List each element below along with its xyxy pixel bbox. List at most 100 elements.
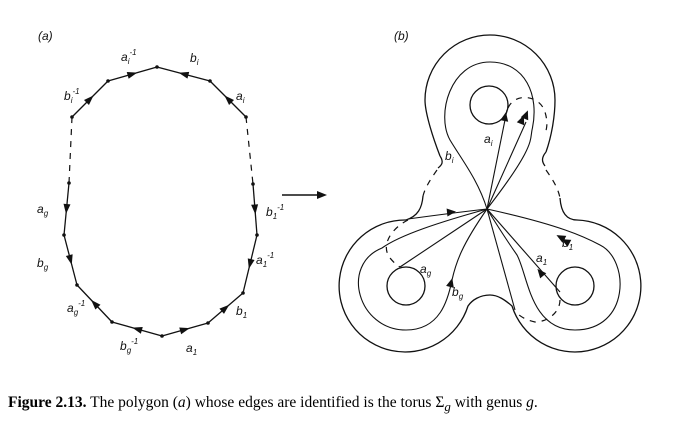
label-base: b bbox=[120, 339, 127, 353]
label-base: a bbox=[256, 253, 263, 267]
curve-a-1 bbox=[486, 208, 561, 293]
edge-label: b1-1 bbox=[266, 203, 284, 221]
label-base: a bbox=[420, 262, 427, 276]
label-base: a bbox=[236, 89, 243, 103]
caption-text: The polygon ( bbox=[86, 394, 178, 411]
label-superscript: -1 bbox=[129, 48, 136, 57]
genus-surface bbox=[338, 34, 642, 353]
label-base: b bbox=[190, 51, 197, 65]
curve-label: bg bbox=[452, 285, 464, 301]
label-subscript: 1 bbox=[543, 258, 547, 267]
label-superscript: -1 bbox=[131, 337, 138, 346]
label-superscript: -1 bbox=[277, 203, 284, 212]
label-base: b bbox=[266, 205, 273, 219]
edge-arrow-icon bbox=[63, 203, 71, 214]
edge-arrow-icon bbox=[247, 258, 255, 269]
edge-label: ag bbox=[37, 202, 49, 218]
polygon-vertex bbox=[155, 65, 159, 69]
hole-top bbox=[469, 85, 509, 125]
polygon bbox=[62, 65, 259, 338]
polygon-vertex bbox=[206, 321, 210, 325]
caption-text: . bbox=[533, 394, 538, 411]
label-base: a bbox=[121, 50, 128, 64]
edge-arrow-icon bbox=[65, 254, 73, 265]
edge-arrow-icon bbox=[132, 326, 143, 334]
polygon-vertex bbox=[106, 79, 110, 83]
caption-sigma-sub: g bbox=[444, 399, 451, 415]
edge-arrow-icon bbox=[83, 95, 94, 106]
label-subscript: 1 bbox=[273, 212, 277, 221]
polygon-vertex bbox=[110, 320, 114, 324]
curve-label: bi bbox=[445, 149, 454, 165]
polygon-omitted-edges bbox=[68, 116, 73, 184]
edge-arrow-icon bbox=[251, 204, 259, 215]
curve-label: ag bbox=[420, 262, 432, 278]
label-subscript: i bbox=[452, 156, 454, 165]
polygon-vertex bbox=[67, 181, 71, 185]
label-subscript: i bbox=[71, 96, 73, 105]
edge-label: a1 bbox=[186, 341, 197, 357]
panel-b-label: (b) bbox=[394, 29, 409, 43]
curve-label: ai bbox=[484, 132, 493, 148]
edge-label: bi bbox=[190, 51, 199, 67]
polygon-vertex bbox=[251, 182, 255, 186]
label-base: a bbox=[67, 301, 74, 315]
label-subscript: 1 bbox=[569, 243, 573, 252]
label-subscript: g bbox=[44, 209, 49, 218]
label-subscript: i bbox=[197, 58, 199, 67]
curve-a-g bbox=[399, 208, 488, 268]
curve-left-edge bbox=[407, 208, 488, 220]
edge-arrow-icon bbox=[219, 304, 230, 314]
polygon-vertex bbox=[62, 233, 66, 237]
label-base: b bbox=[445, 149, 452, 163]
label-subscript: 1 bbox=[243, 311, 247, 320]
label-base: a bbox=[37, 202, 44, 216]
edge-label: ag-1 bbox=[67, 299, 85, 317]
label-base: b bbox=[64, 89, 71, 103]
outer-boundary bbox=[424, 34, 556, 157]
curve-label: a1 bbox=[536, 251, 547, 267]
curve-b-1 bbox=[486, 208, 621, 331]
label-subscript: i bbox=[243, 96, 245, 105]
edge-label: bi-1 bbox=[64, 87, 80, 105]
edge-arrow-icon bbox=[224, 95, 235, 106]
polygon-vertex bbox=[255, 233, 259, 237]
label-subscript: g bbox=[74, 308, 79, 317]
hole-right bbox=[555, 266, 595, 306]
caption-text: with genus bbox=[450, 394, 527, 411]
polygon-vertex bbox=[244, 115, 248, 119]
caption-sigma: Σ bbox=[435, 394, 445, 411]
label-base: b bbox=[452, 285, 459, 299]
edge-label: b1 bbox=[236, 304, 247, 320]
mapping-arrow bbox=[282, 191, 327, 199]
polygon-vertex bbox=[160, 334, 164, 338]
curve-b-g bbox=[357, 208, 488, 331]
curve-label: b1 bbox=[562, 236, 573, 252]
label-subscript: g bbox=[44, 263, 49, 272]
label-subscript: i bbox=[128, 57, 130, 66]
label-base: b bbox=[37, 256, 44, 270]
edge-arrow-icon bbox=[178, 71, 190, 79]
edge-label: a1-1 bbox=[256, 251, 274, 269]
curve-b-i bbox=[444, 61, 535, 210]
edge-label: ai bbox=[236, 89, 245, 105]
label-subscript: g bbox=[427, 269, 432, 278]
label-subscript: g bbox=[127, 346, 132, 355]
label-base: a bbox=[536, 251, 543, 265]
edge-label: bg-1 bbox=[120, 337, 138, 355]
label-base: a bbox=[186, 341, 193, 355]
edge-arrow-icon bbox=[91, 299, 101, 310]
polygon-vertex bbox=[70, 115, 74, 119]
polygon-omitted-edges bbox=[245, 116, 254, 185]
label-base: b bbox=[562, 236, 569, 250]
caption-text: ) whose edges are identified is the toru… bbox=[185, 394, 436, 411]
polygon-vertex bbox=[75, 283, 79, 287]
label-subscript: i bbox=[491, 139, 493, 148]
panel-a-label: (a) bbox=[38, 29, 53, 43]
hole-left bbox=[386, 266, 426, 306]
label-subscript: 1 bbox=[263, 260, 267, 269]
label-subscript: g bbox=[459, 292, 464, 301]
